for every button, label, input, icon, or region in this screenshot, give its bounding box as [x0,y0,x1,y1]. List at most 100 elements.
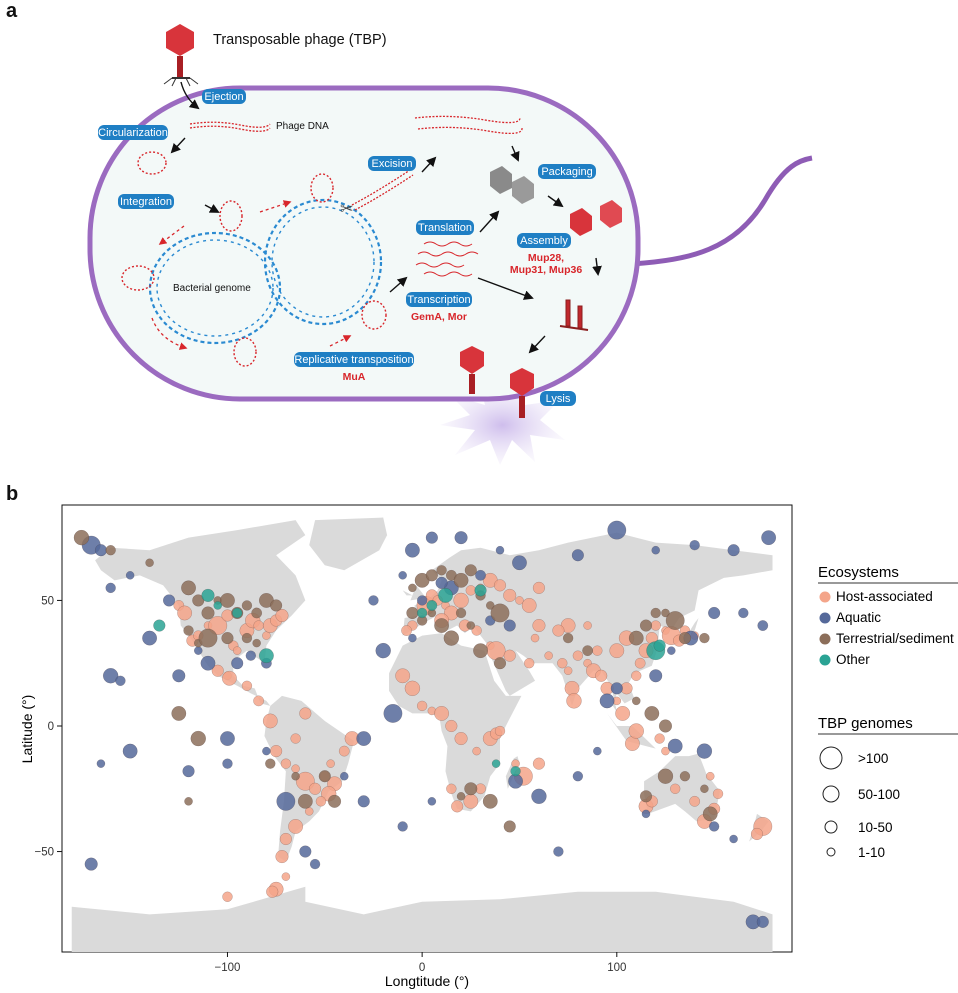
sample-point [552,624,565,637]
sample-point [105,545,116,556]
sample-point [84,857,98,871]
sample-point [291,771,300,781]
y-tick-label: 0 [48,721,54,733]
sample-point [425,531,438,544]
sample-point [404,680,421,697]
sample-point [96,759,106,768]
sample-point [253,620,264,631]
sample-point [281,872,291,881]
legend-label: Host-associated [836,589,933,604]
sample-point [679,771,691,782]
sample-point [275,608,289,623]
sample-point [566,693,582,709]
sample-point [262,713,278,729]
sample-point [395,668,411,684]
sample-point [503,649,516,662]
sample-point [456,792,466,801]
sample-point [162,594,176,607]
sample-point [463,793,479,809]
sample-point [427,797,437,806]
sample-point [553,846,564,857]
legend-ecosystems: Ecosystems Host-associatedAquaticTerrest… [818,564,958,667]
sample-point [408,633,417,643]
sample-point [699,632,710,644]
x-tick-label: 0 [419,962,425,974]
legend-size-circle [824,820,838,834]
sample-point [356,731,372,746]
step-integration: Integration [118,194,174,209]
sample-point [475,569,486,581]
sample-point [265,758,276,769]
sample-point [253,695,265,707]
sample-point [208,616,228,635]
sample-point [270,599,283,612]
sample-point [222,891,233,902]
sample-point [532,757,546,770]
sample-point [708,606,721,620]
sample-point [408,583,417,593]
svg-text:Lysis: Lysis [546,393,571,405]
sample-point [455,607,467,619]
sample-point [220,592,235,608]
filled-capsid-icon [570,200,622,236]
step-transcription: Transcription [406,292,472,307]
sample-point [657,768,674,784]
sample-point [445,719,458,733]
sample-point [94,544,108,557]
lysis-burst [440,385,565,465]
sample-point [464,564,477,577]
step-replicative-transposition: Replicative transposition [294,352,414,367]
sample-point [667,646,676,655]
process-arrows [170,81,602,354]
legend-size-label: 50-100 [858,787,900,802]
sample-point [474,584,487,597]
sample-point [184,797,193,806]
sample-point [297,793,313,809]
sample-point [309,858,321,870]
legend-size-label: >100 [858,751,888,766]
sample-point [639,619,653,632]
bacterial-genome-dna [148,198,383,345]
sample-point [290,733,301,744]
legend-swatch [819,612,831,624]
sample-point [145,558,154,568]
sample-point [702,806,718,822]
svg-text:Assembly: Assembly [520,235,568,247]
sample-point [503,588,517,602]
sample-point [689,795,701,807]
sample-point [252,638,261,648]
sample-point [425,569,438,582]
step-packaging: Packaging [538,164,596,179]
sample-point [700,784,709,794]
sample-point [232,646,242,655]
sample-point [503,619,516,632]
sample-point [644,705,660,721]
sample-point [756,915,769,928]
x-tick-label: 100 [607,962,626,974]
sample-point [275,849,289,864]
sample-point [453,592,469,609]
sample-point [338,745,350,757]
bacterial-genome-label: Bacterial genome [173,283,251,294]
sample-point [661,608,670,618]
sample-point [583,621,592,630]
landmass [410,580,427,601]
legend-size-circle [826,847,836,857]
sample-point [486,641,506,661]
sample-point [465,585,476,596]
sample-point [115,675,126,686]
sample-point [678,631,692,645]
sample-point [213,601,223,610]
sample-point [757,620,769,631]
sample-point [404,542,420,558]
sample-point [482,793,498,809]
sample-point [639,790,653,803]
sample-point [241,600,253,611]
sample-point [464,782,478,796]
sample-point [689,539,700,551]
sample-point [416,595,428,606]
sample-point [375,642,391,659]
sample-point [200,655,216,671]
sample-point [521,597,537,613]
